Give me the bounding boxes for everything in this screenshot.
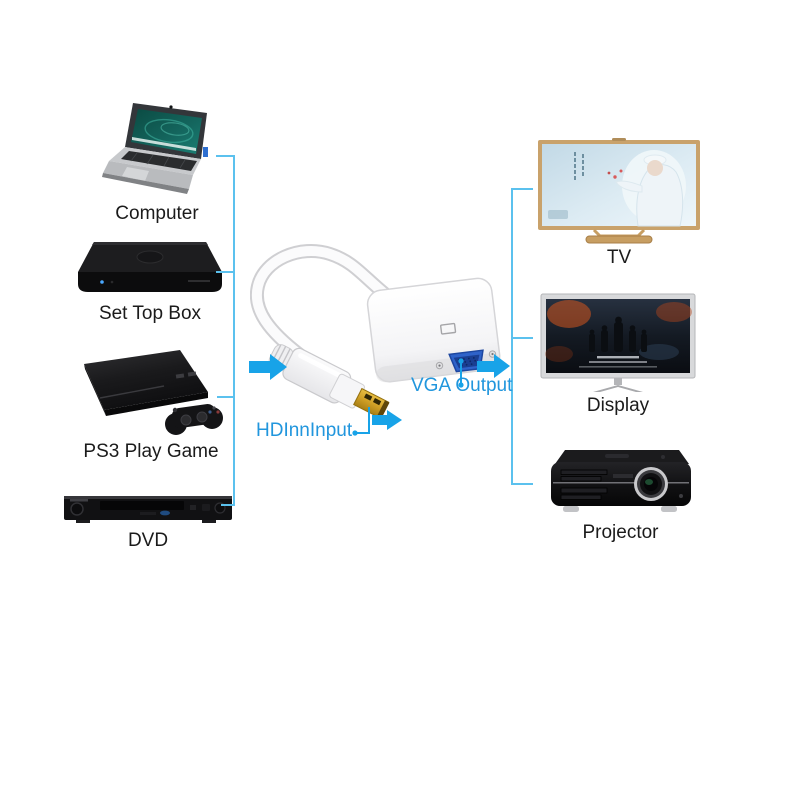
tv-screen-text — [574, 152, 584, 180]
sink-tv: TV — [535, 138, 703, 269]
hdmi-input-label: HDInnInput — [256, 420, 353, 441]
poster-title-text — [579, 356, 657, 368]
monitor-image — [540, 293, 696, 392]
right-bracket-line — [511, 188, 533, 485]
source-dvd: DVD — [60, 492, 236, 552]
set-top-box-image — [78, 242, 222, 292]
dvd-label: DVD — [127, 530, 169, 551]
ps3-controller — [165, 404, 223, 435]
projector-image — [550, 450, 691, 512]
set-top-box-label: Set Top Box — [98, 303, 202, 324]
projector-label: Projector — [582, 522, 659, 543]
poster-figures — [589, 316, 647, 352]
source-computer: Computer — [95, 99, 219, 225]
tv-label: TV — [606, 247, 632, 268]
dvd-player-image — [64, 496, 232, 523]
display-label: Display — [586, 395, 650, 416]
computer-label: Computer — [115, 203, 199, 224]
laptop-image — [102, 103, 208, 194]
tv-image — [538, 138, 700, 244]
projector-vents — [560, 469, 607, 500]
sink-projector: Projector — [543, 446, 698, 544]
hdmi-vga-adapter-image — [250, 244, 501, 419]
hdmi-connector — [353, 387, 390, 419]
ps3-console-image — [84, 350, 223, 435]
sink-display: Display — [538, 292, 698, 417]
ps3-label: PS3 Play Game — [83, 441, 219, 462]
vga-adapter-body — [366, 277, 501, 383]
source-ps3: PS3 Play Game — [76, 348, 226, 463]
vga-output-label: VGA Output — [411, 375, 513, 396]
source-set-top-box: Set Top Box — [72, 238, 228, 325]
